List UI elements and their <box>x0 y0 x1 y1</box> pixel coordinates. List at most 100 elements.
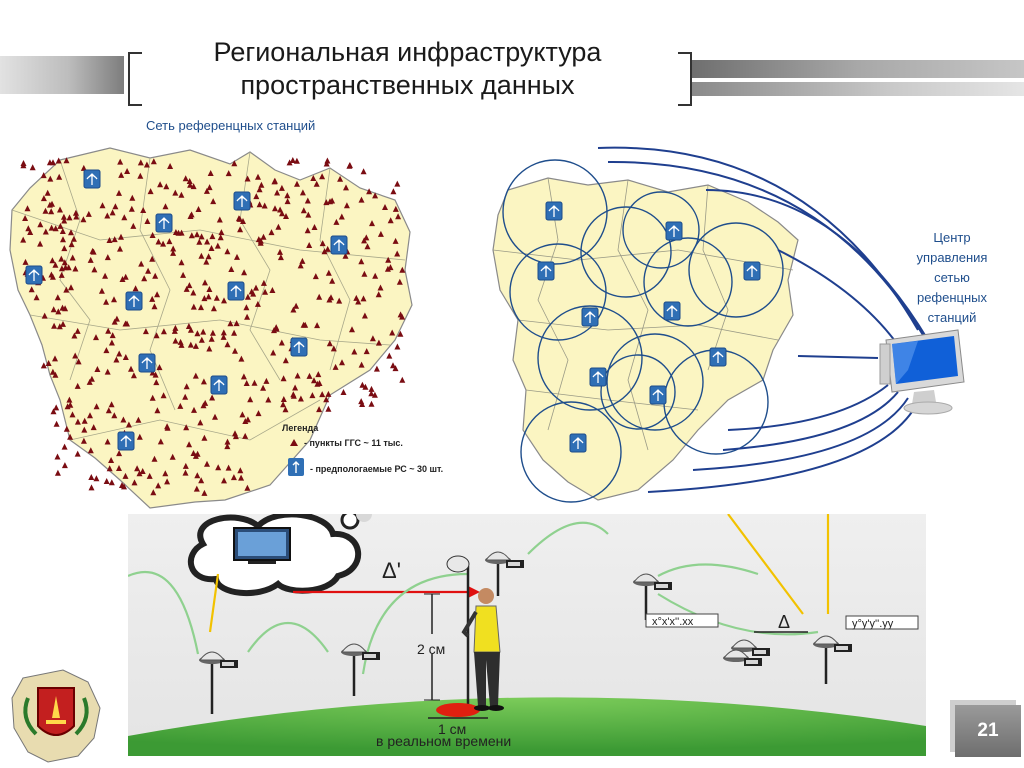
ggs-point <box>286 159 293 166</box>
gnss-receiver-icon <box>730 639 770 656</box>
ggs-point <box>206 184 213 191</box>
ggs-point <box>375 291 382 298</box>
ggs-point <box>201 434 208 441</box>
ggs-point <box>204 460 210 467</box>
ggs-point <box>375 339 382 346</box>
ggs-point <box>182 469 189 476</box>
ggs-point <box>132 285 139 292</box>
ggs-point <box>217 234 224 241</box>
ggs-point <box>151 303 158 310</box>
ggs-point <box>67 401 74 408</box>
ggs-point <box>198 252 205 259</box>
ggs-point <box>68 241 75 248</box>
ggs-point <box>369 335 376 342</box>
ggs-point <box>122 320 129 327</box>
ggs-point <box>310 175 317 181</box>
ggs-point <box>67 433 74 440</box>
ggs-point <box>198 336 205 343</box>
ggs-point <box>75 358 82 365</box>
ggs-point <box>190 289 197 296</box>
ggs-point <box>294 180 300 187</box>
delta-label: Δ <box>778 612 790 632</box>
ggs-point <box>111 296 117 303</box>
ggs-point <box>63 425 70 432</box>
rtk-illustration: x°x'x''.xx y°y'y''.yy Δ' Δ 2 см 1 см в р… <box>128 514 926 756</box>
coverage-circle <box>520 401 622 503</box>
ggs-point <box>273 325 280 332</box>
ggs-point <box>37 221 44 228</box>
ggs-point <box>177 402 184 409</box>
ggs-point <box>60 320 66 327</box>
ggs-point <box>325 405 332 412</box>
ggs-point <box>49 257 56 264</box>
gnss-receiver-icon <box>722 649 762 666</box>
ggs-point <box>68 229 74 236</box>
ggs-point <box>306 372 313 379</box>
ggs-point <box>155 482 162 489</box>
ggs-point <box>27 229 34 235</box>
ggs-point <box>372 272 379 279</box>
ggs-point <box>260 233 267 240</box>
ggs-point <box>60 236 66 243</box>
ggs-point <box>361 312 368 319</box>
ggs-point <box>194 330 201 337</box>
ggs-point <box>377 230 384 237</box>
ggs-point <box>202 399 209 406</box>
ggs-point <box>87 256 94 263</box>
ggs-point <box>313 180 320 187</box>
ggs-point <box>170 249 177 256</box>
ggs-point <box>390 188 397 195</box>
ggs-point <box>87 447 94 454</box>
ggs-point <box>190 303 197 310</box>
ggs-point <box>180 271 187 278</box>
map-legend: Легенда - пункты ГГС ~ 11 тыс. - предпол… <box>282 423 443 476</box>
ggs-point <box>53 404 60 411</box>
ggs-point <box>209 233 216 240</box>
ggs-point <box>40 195 47 202</box>
ggs-point <box>108 457 115 463</box>
ggs-point <box>172 324 179 331</box>
header-bar-right <box>692 60 1024 96</box>
ggs-point <box>268 229 275 236</box>
ggs-point <box>88 375 95 382</box>
ggs-point <box>99 202 106 209</box>
ggs-point <box>319 173 326 180</box>
ggs-point <box>257 239 264 246</box>
ggs-point <box>33 294 40 301</box>
ggs-point <box>355 298 362 305</box>
cloud-icon <box>187 514 372 597</box>
ggs-point <box>366 188 373 195</box>
ggs-point <box>185 323 192 329</box>
ggs-point <box>20 236 27 243</box>
ggs-point <box>206 345 213 352</box>
ggs-point <box>324 245 331 252</box>
ggs-point <box>111 236 118 243</box>
slide-title-line1: Региональная инфраструктура <box>213 37 602 67</box>
ggs-point <box>201 489 208 496</box>
ggs-point <box>118 233 124 240</box>
ggs-point <box>89 247 96 254</box>
ggs-point <box>368 400 375 407</box>
ggs-point <box>61 217 68 224</box>
ggs-point <box>50 159 56 166</box>
ggs-point <box>200 328 207 335</box>
ggs-point <box>198 477 205 484</box>
ggs-point <box>192 372 199 379</box>
reference-station-icon <box>155 213 173 233</box>
ggs-point <box>373 365 380 372</box>
ggs-point <box>358 258 365 265</box>
coverage-network-map <box>492 146 965 503</box>
ggs-point <box>48 224 55 231</box>
ggs-point <box>394 250 401 257</box>
ggs-point <box>131 479 138 486</box>
ggs-point <box>162 470 169 477</box>
ggs-point <box>140 207 147 213</box>
ggs-point <box>214 242 221 249</box>
ggs-point <box>63 157 70 164</box>
ggs-point <box>105 327 112 334</box>
ggs-point <box>201 295 208 302</box>
ggs-point <box>192 342 199 349</box>
ggs-point <box>182 175 189 182</box>
ggs-point <box>183 285 190 292</box>
ggs-point <box>163 183 170 190</box>
